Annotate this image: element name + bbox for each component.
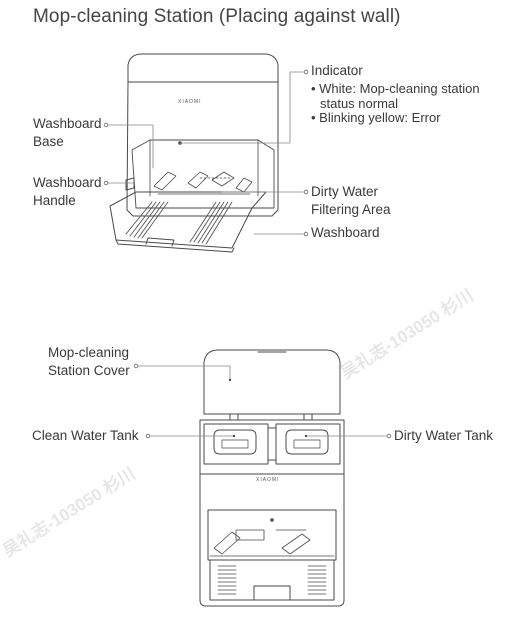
station-1-leaders	[107, 71, 307, 235]
station-2-leaders	[137, 365, 389, 437]
dirty-water-tank-label: Dirty Water Tank	[394, 428, 494, 443]
station-cover-label-line2: Station Cover	[48, 363, 130, 378]
station-cover-label: Mop-cleaning Station Cover	[48, 344, 130, 380]
clean-water-tank-label: Clean Water Tank	[32, 428, 139, 443]
indicator-bullet-yellow: • Blinking yellow: Error	[311, 110, 441, 125]
indicator-description: • White: Mop-cleaning station status nor…	[311, 81, 480, 126]
dirty-water-filtering-line1: Dirty Water	[311, 184, 378, 199]
station-1-brand: XIAOMI	[178, 99, 202, 105]
indicator-label: Indicator	[311, 63, 363, 78]
station-1-body	[109, 53, 279, 253]
station-2-body	[199, 349, 345, 607]
washboard-handle-label-line2: Handle	[33, 193, 76, 208]
page-title: Mop-cleaning Station (Placing against wa…	[33, 6, 401, 27]
indicator-bullet-white-cont: status normal	[320, 95, 399, 111]
station-2-brand: XIAOMI	[256, 477, 280, 483]
station-1-brushes	[153, 171, 253, 195]
washboard-handle-label: Washboard Handle	[33, 174, 102, 210]
washboard-base-label-line2: Base	[33, 134, 64, 149]
indicator-bullet-white: • White: Mop-cleaning station	[311, 81, 480, 96]
washboard-handle-label-line1: Washboard	[33, 175, 102, 190]
washboard-label: Washboard	[311, 225, 380, 240]
washboard-base-label: Washboard Base	[33, 115, 102, 151]
dirty-water-filtering-line2: Filtering Area	[311, 202, 391, 217]
washboard-base-label-line1: Washboard	[33, 116, 102, 131]
dirty-water-filtering-label: Dirty Water Filtering Area	[311, 183, 391, 219]
station-cover-label-line1: Mop-cleaning	[48, 345, 130, 360]
